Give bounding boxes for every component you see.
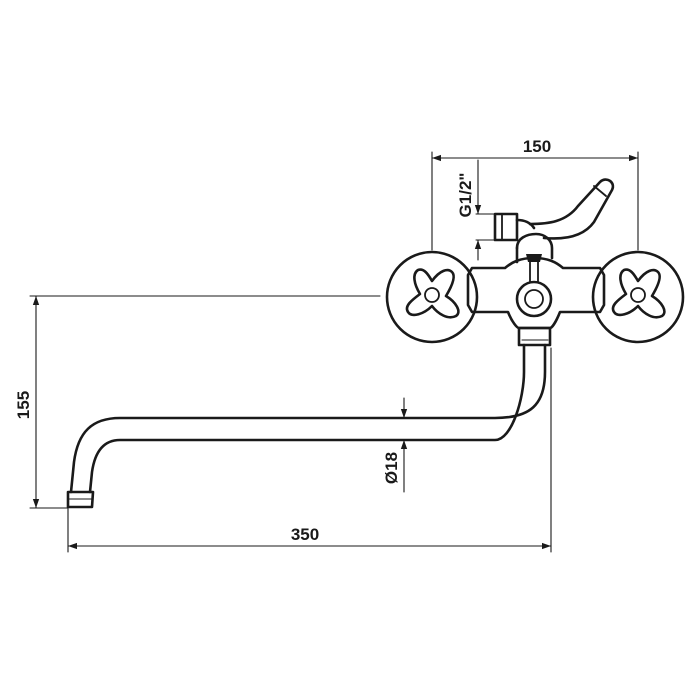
dimension-thread: G1/2" xyxy=(456,159,496,261)
dimension-155-label: 155 xyxy=(14,391,33,419)
left-valve-flange xyxy=(385,250,479,344)
dimension-overall-length: 350 xyxy=(67,347,552,553)
dimension-350-label: 350 xyxy=(291,525,319,544)
right-valve-handle xyxy=(611,268,666,319)
left-valve-handle xyxy=(405,268,460,319)
dimension-150-label: 150 xyxy=(523,137,551,156)
left-valve xyxy=(385,250,479,344)
dimension-body-width: 150 xyxy=(431,137,639,251)
spout-collar xyxy=(517,326,552,347)
dimension-height: 155 xyxy=(14,295,381,509)
right-valve xyxy=(591,250,685,344)
spout xyxy=(66,326,552,509)
right-valve-flange xyxy=(591,250,685,344)
dimension-thread-label: G1/2" xyxy=(456,173,475,218)
diverter-handle xyxy=(528,178,615,240)
spout-tip xyxy=(66,490,95,509)
dimension-spout-diameter: Ø18 xyxy=(382,397,408,493)
dimension-diameter-label: Ø18 xyxy=(382,452,401,484)
shower-outlet xyxy=(493,212,519,242)
mixer-body xyxy=(466,178,615,330)
